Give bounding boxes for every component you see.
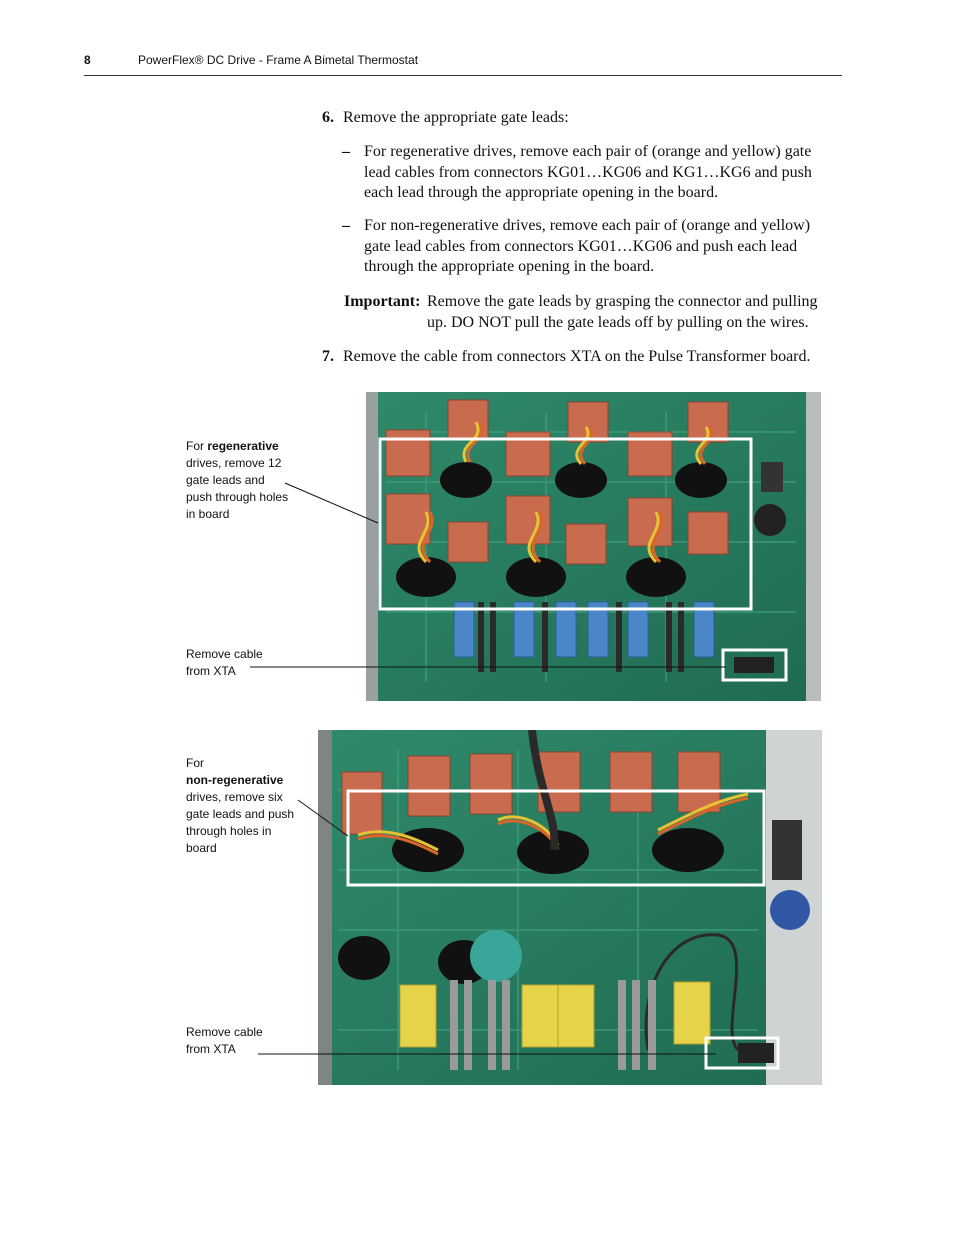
callout-prefix: For (186, 439, 208, 453)
bullet-text: For regenerative drives, remove each pai… (364, 142, 842, 204)
callout-regenerative: For regenerative drives, remove 12 gate … (186, 438, 288, 523)
non-regenerative-board-photo (318, 730, 822, 1085)
step-number: 6. (322, 109, 334, 126)
callout-bold-term: non-regenerative (186, 773, 284, 787)
callout-line: gate leads and push (186, 807, 295, 821)
callout-line: push through holes (186, 490, 289, 504)
callout-bold-term: regenerative (207, 439, 279, 453)
callout-first-line: For regenerative (186, 438, 288, 455)
leader-regenerative (284, 482, 379, 524)
bullet-line: each lead through the appropriate openin… (364, 184, 719, 201)
bullet-line: gate lead cables from connectors KG01…KG… (364, 237, 798, 255)
callout-line: board (186, 841, 217, 855)
callout-line: gate leads and (186, 473, 265, 487)
non-regenerative-board-illustration (318, 730, 822, 1085)
bullet-dash: – (342, 143, 350, 160)
important-line: Remove the gate leads by grasping the co… (427, 293, 818, 310)
running-header-title: PowerFlex® DC Drive - Frame A Bimetal Th… (138, 53, 419, 67)
callout-line: Remove cable (186, 1025, 263, 1039)
important-text: Remove the gate leads by grasping the co… (427, 292, 842, 333)
callout-xta-2: Remove cable from XTA (186, 1024, 263, 1058)
page-number: 8 (84, 53, 91, 67)
important-label: Important: (344, 293, 421, 310)
callout-line: drives, remove 12 (186, 456, 282, 470)
bullet-text: For non-regenerative drives, remove each… (364, 216, 842, 278)
callout-non-regenerative: For non-regenerative drives, remove six … (186, 755, 294, 857)
callout-line: Remove cable (186, 647, 263, 661)
callout-line: in board (186, 507, 230, 521)
callout-line: through holes in (186, 824, 272, 838)
callout-xta-1: Remove cable from XTA (186, 646, 263, 680)
regenerative-board-photo (366, 392, 821, 701)
bullet-dash: – (342, 217, 350, 234)
header-rule (84, 75, 842, 76)
step-number: 7. (322, 348, 334, 365)
callout-line: drives, remove six (186, 790, 283, 804)
step-text: Remove the cable from connectors XTA on … (343, 348, 811, 365)
callout-line: from XTA (186, 1042, 236, 1056)
important-line: up. DO NOT pull the gate leads off by pu… (427, 313, 809, 331)
callout-line: For (186, 756, 204, 770)
bullet-line: For regenerative drives, remove each pai… (364, 143, 812, 160)
bullet-line: lead cables from connectors KG01…KG06 an… (364, 163, 812, 181)
callout-line: from XTA (186, 664, 236, 678)
regenerative-board-illustration (366, 392, 821, 701)
step-text: Remove the appropriate gate leads: (343, 109, 569, 126)
bullet-line: For non-regenerative drives, remove each… (364, 217, 811, 234)
bullet-line: through the appropriate opening in the b… (364, 258, 655, 275)
